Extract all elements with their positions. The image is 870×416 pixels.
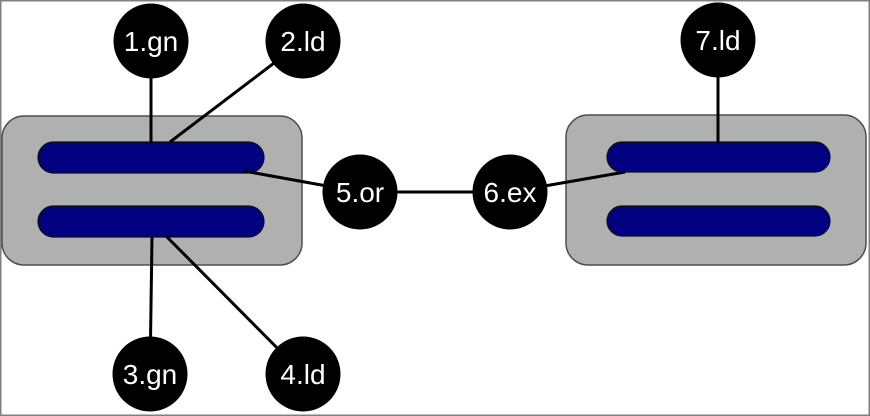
node-5or[interactable]: 5.or [322, 154, 398, 230]
node-6ex[interactable]: 6.ex [472, 154, 548, 230]
node-label: 6.ex [484, 177, 537, 208]
node-label: 4.ld [280, 359, 325, 390]
node-label: 1.gn [124, 26, 179, 57]
segment-bar-left-top [37, 141, 265, 174]
node-1gn[interactable]: 1.gn [113, 3, 189, 79]
segment-bar-right-bottom [606, 205, 831, 237]
node-3gn[interactable]: 3.gn [112, 336, 188, 412]
node-2ld[interactable]: 2.ld [265, 3, 341, 79]
node-4ld[interactable]: 4.ld [265, 336, 341, 412]
node-label: 2.ld [280, 26, 325, 57]
segment-bar-left-bottom [37, 205, 265, 238]
node-circle[interactable] [680, 2, 756, 78]
node-7ld[interactable]: 7.ld [680, 2, 756, 78]
node-circle[interactable] [112, 336, 188, 412]
node-circle[interactable] [265, 336, 341, 412]
gene-block-right [565, 114, 867, 266]
node-circle[interactable] [265, 3, 341, 79]
node-circle[interactable] [113, 3, 189, 79]
node-label: 3.gn [123, 359, 178, 390]
node-circle[interactable] [322, 154, 398, 230]
node-label: 7.ld [695, 25, 740, 56]
segment-bar-right-top [606, 141, 831, 173]
node-label: 5.or [336, 177, 384, 208]
node-circle[interactable] [472, 154, 548, 230]
